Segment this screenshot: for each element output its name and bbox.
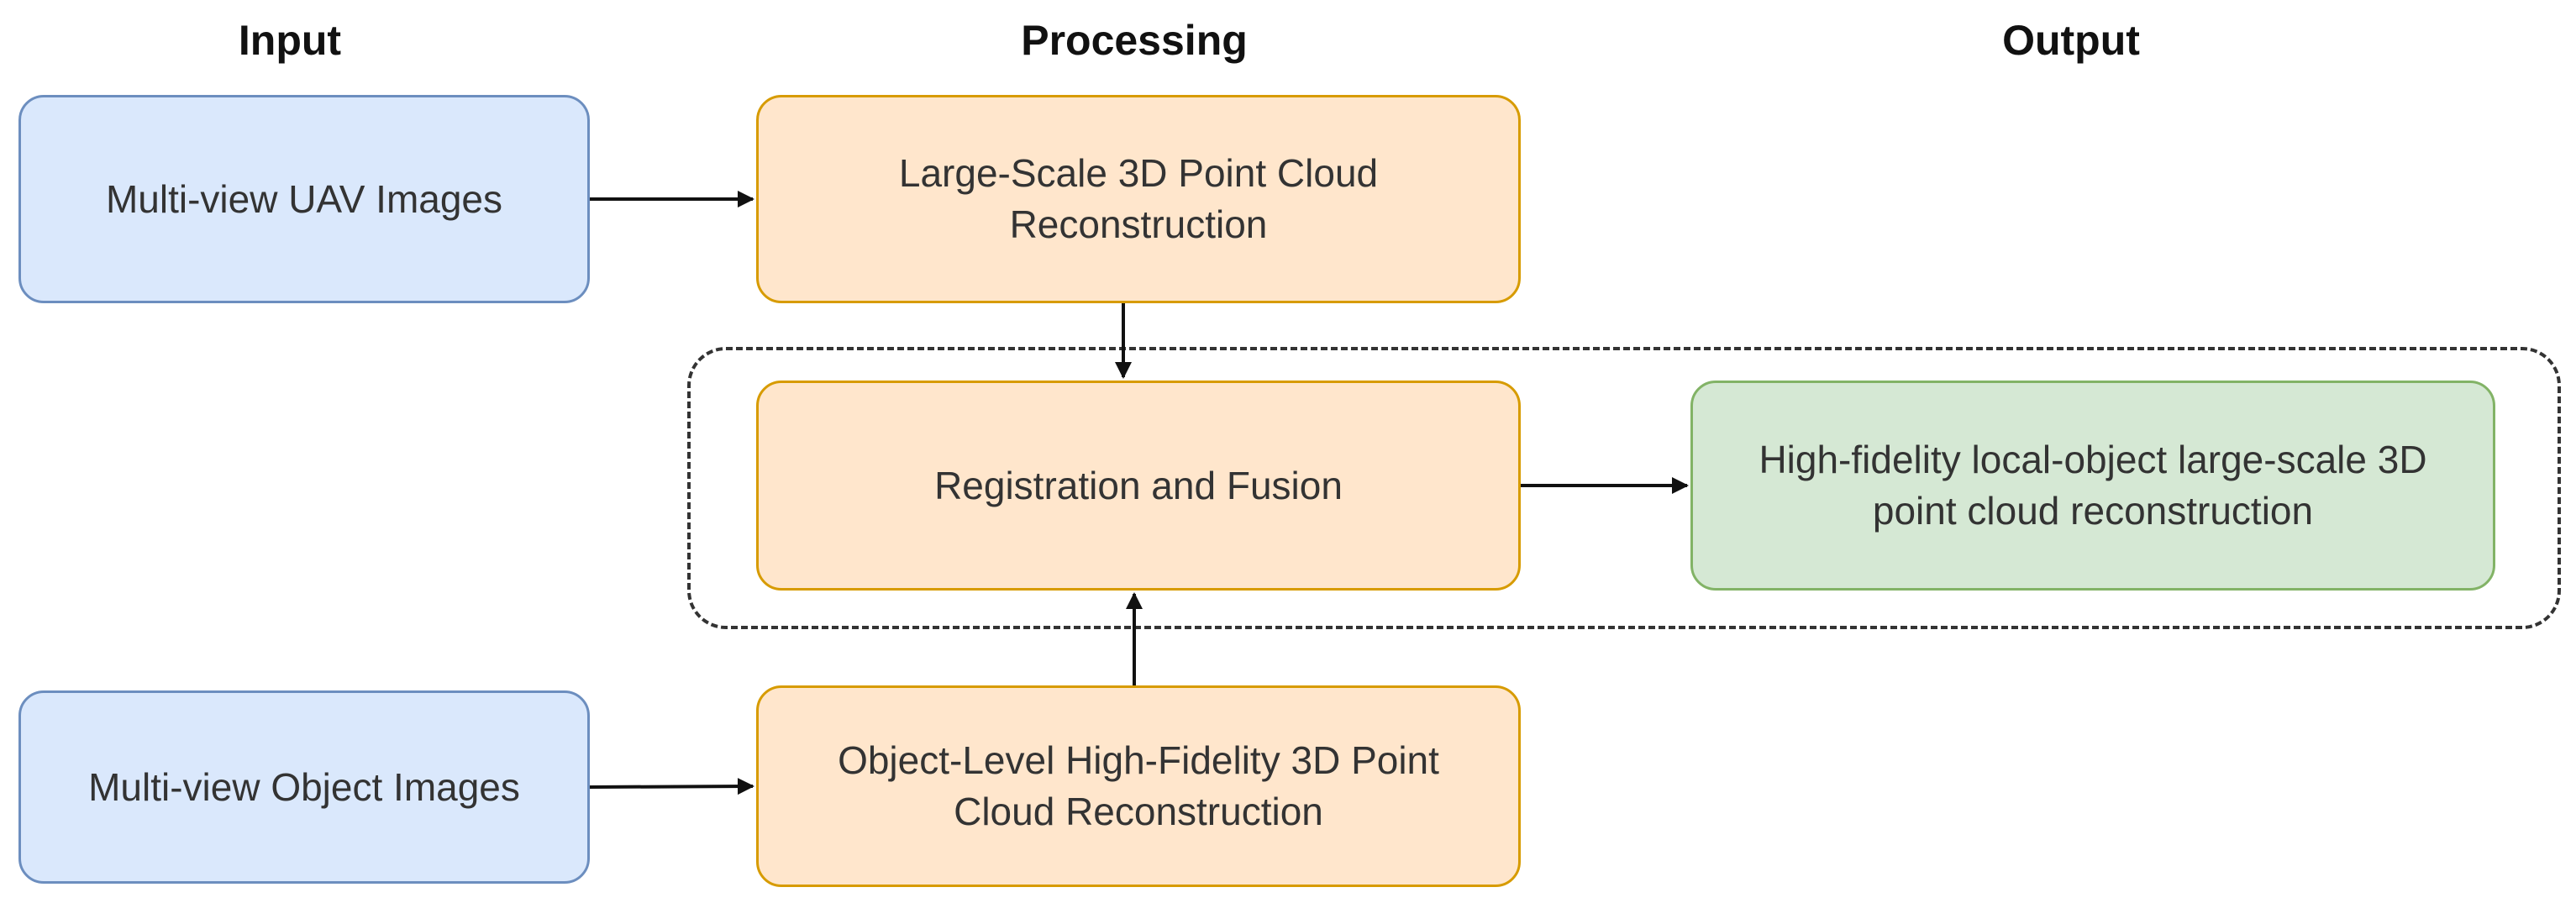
registration-output-group (687, 347, 2561, 629)
node-label: Registration and Fusion (934, 463, 1343, 507)
large-scale-reconstruction-node: Large-Scale 3D Point Cloud Reconstructio… (756, 95, 1521, 303)
processing-column-header: Processing (1021, 17, 1248, 64)
node-label: Multi-view Object Images (88, 764, 520, 809)
multi-view-uav-images-node: Multi-view UAV Images (18, 95, 590, 303)
arrow-object-images-to-object-level (589, 778, 754, 795)
high-fidelity-output-node: High-fidelity local-object large-scale 3… (1690, 381, 2495, 591)
node-label: High-fidelity local-object large-scale 3… (1759, 438, 2427, 533)
node-label: Object-Level High-Fidelity 3D Point Clou… (838, 738, 1439, 833)
node-label: Multi-view UAV Images (105, 176, 503, 221)
multi-view-object-images-node: Multi-view Object Images (18, 690, 590, 884)
object-level-reconstruction-node: Object-Level High-Fidelity 3D Point Clou… (756, 685, 1521, 887)
input-column-header: Input (238, 17, 342, 64)
registration-and-fusion-node: Registration and Fusion (756, 381, 1521, 591)
output-column-header: Output (2002, 17, 2140, 64)
node-label: Large-Scale 3D Point Cloud Reconstructio… (898, 151, 1379, 246)
